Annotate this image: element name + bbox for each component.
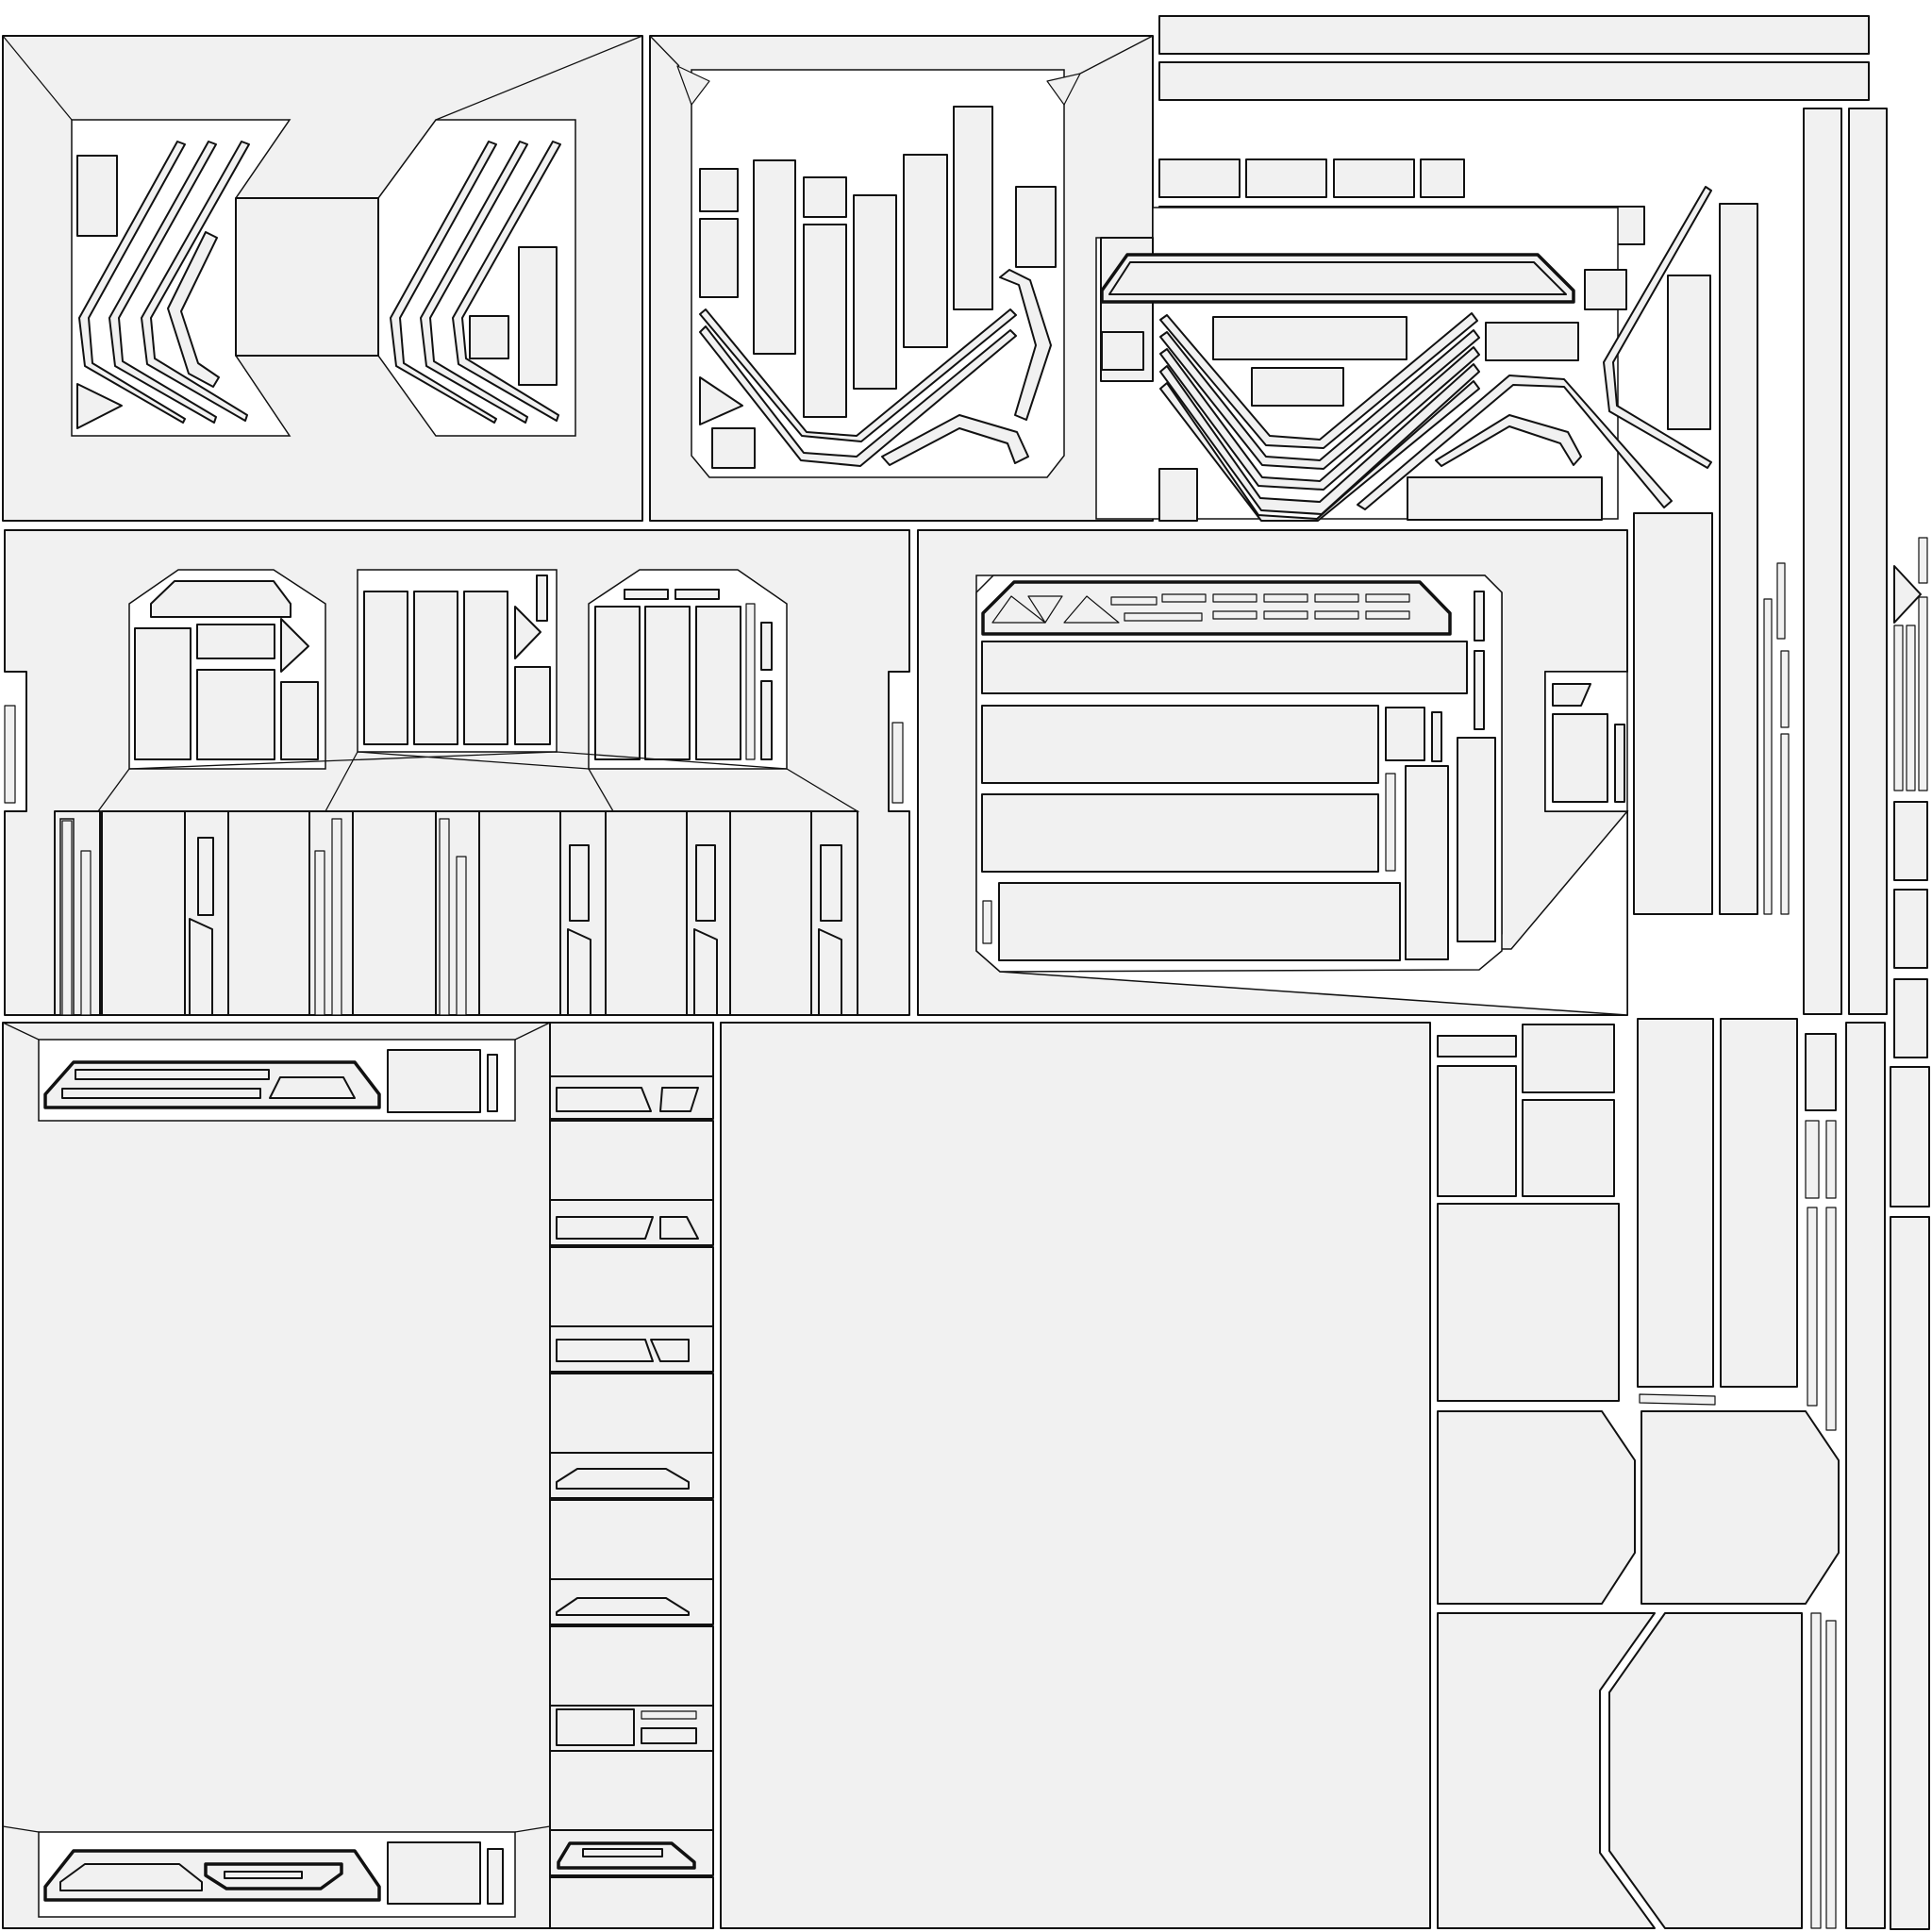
uv-island-top-left-panel [2,35,643,522]
uv-island-bottom-center-square [720,1022,1431,1929]
uv-island-middle-center-panel [917,529,1629,1016]
uv-island-bottom-left-panel [2,1022,551,1929]
uv-island-bottom-right-blocks [1437,1018,1886,1929]
uv-island-bottom-left-strips [549,1022,714,1929]
uv-island-upper-right-detail [1095,186,1712,522]
uv-island-top-middle-panel [649,35,1154,522]
uv-island-right-tall-bars [1633,108,1930,1930]
uv-island-middle-left-panel [4,529,910,1016]
